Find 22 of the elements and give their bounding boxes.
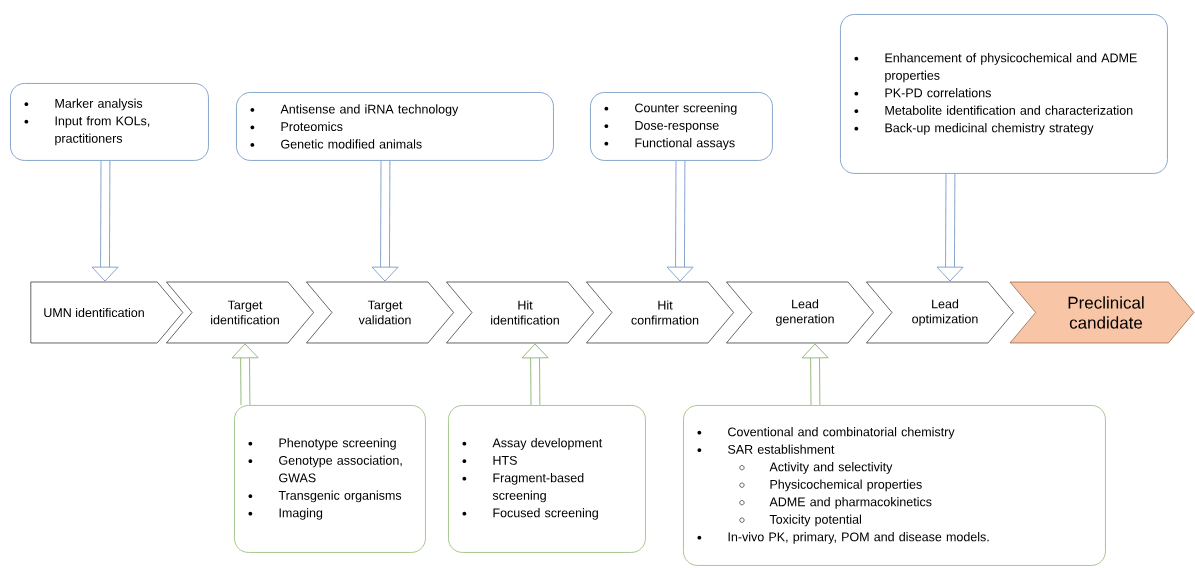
process-step: UMN identification xyxy=(30,281,184,344)
process-step: Lead generation xyxy=(726,281,874,344)
hollow-arrow xyxy=(801,343,829,406)
bullet-box: Antisense and iRNA technology Proteomics Genetic modified animals xyxy=(236,92,554,161)
hollow-arrow xyxy=(231,343,259,406)
bullet-box: Marker analysis Input from KOLs, practitioners xyxy=(10,83,209,161)
hollow-arrow xyxy=(666,160,694,282)
process-step: Target identification xyxy=(166,281,314,344)
hollow-arrow xyxy=(936,173,964,282)
process-step: Hit confirmation xyxy=(586,281,734,344)
process-step: Lead optimization xyxy=(866,281,1014,344)
hollow-arrow xyxy=(91,160,119,282)
bullet-box: Coventional and combinatorial chemistry SAR establishment Activity and selectivity Physicochemical properties ADME and pharmacokinetics Toxicity potential In-vivo PK, primary, POM and disease models. xyxy=(683,405,1106,566)
bullet-box: Phenotype screening Genotype association, GWAS Transgenic organisms Imaging xyxy=(234,405,426,553)
bullet-box: Assay development HTS Fragment-based screening Focused screening xyxy=(448,405,646,553)
hollow-arrow xyxy=(371,160,399,282)
hollow-arrow xyxy=(521,343,549,406)
process-step: Preclinical candidate xyxy=(1009,281,1195,344)
process-step: Hit identification xyxy=(446,281,594,344)
bullet-box: Enhancement of physicochemical and ADME properties PK-PD correlations Metabolite identification and characterization Back-up medicinal chemistry strategy xyxy=(840,14,1168,174)
process-step: Target validation xyxy=(306,281,454,344)
bullet-box: Counter screening Dose-response Functional assays xyxy=(590,92,773,161)
